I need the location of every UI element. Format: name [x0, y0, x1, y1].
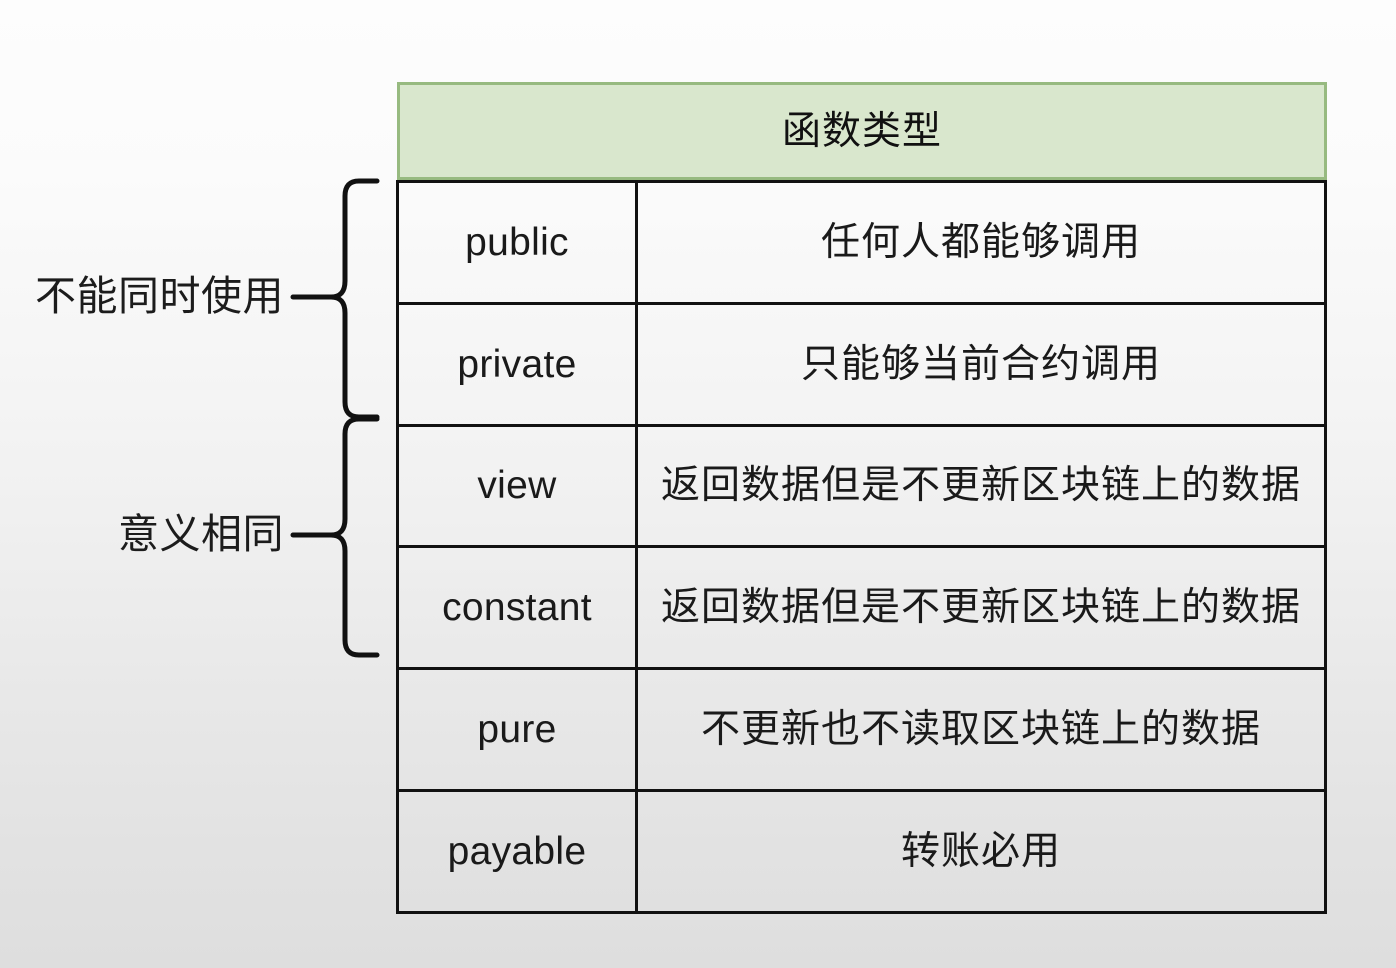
keyword-cell: constant	[396, 545, 638, 671]
description-cell: 只能够当前合约调用	[635, 301, 1327, 427]
keyword-cell: private	[396, 301, 638, 427]
annotation-label-group-1: 不能同时使用	[35, 273, 284, 319]
table-row: view 返回数据但是不更新区块链上的数据	[396, 423, 1327, 549]
description-cell: 返回数据但是不更新区块链上的数据	[635, 423, 1327, 549]
table-row: pure 不更新也不读取区块链上的数据	[396, 667, 1327, 792]
keyword-cell: payable	[396, 788, 638, 914]
description-cell: 转账必用	[635, 788, 1327, 914]
curly-brace-group-1	[289, 176, 381, 427]
curly-brace-group-2	[289, 414, 381, 665]
curly-brace-icon	[290, 178, 380, 420]
table-row: payable 转账必用	[396, 788, 1327, 914]
function-type-table: public 任何人都能够调用 private 只能够当前合约调用 view 返…	[396, 180, 1327, 914]
curly-brace-icon	[290, 416, 380, 658]
annotation-label-group-2: 意义相同	[118, 511, 284, 557]
keyword-cell: view	[396, 423, 638, 549]
table-header-banner: 函数类型	[397, 82, 1327, 180]
table-row: public 任何人都能够调用	[396, 180, 1327, 305]
page-title: 函数类型	[781, 109, 942, 153]
description-cell: 不更新也不读取区块链上的数据	[635, 667, 1327, 792]
table-row: private 只能够当前合约调用	[396, 301, 1327, 427]
table-row: constant 返回数据但是不更新区块链上的数据	[396, 545, 1327, 671]
keyword-cell: pure	[396, 667, 638, 792]
keyword-cell: public	[396, 180, 638, 305]
description-cell: 任何人都能够调用	[635, 180, 1327, 305]
description-cell: 返回数据但是不更新区块链上的数据	[635, 545, 1327, 671]
table-body: public 任何人都能够调用 private 只能够当前合约调用 view 返…	[396, 180, 1327, 914]
